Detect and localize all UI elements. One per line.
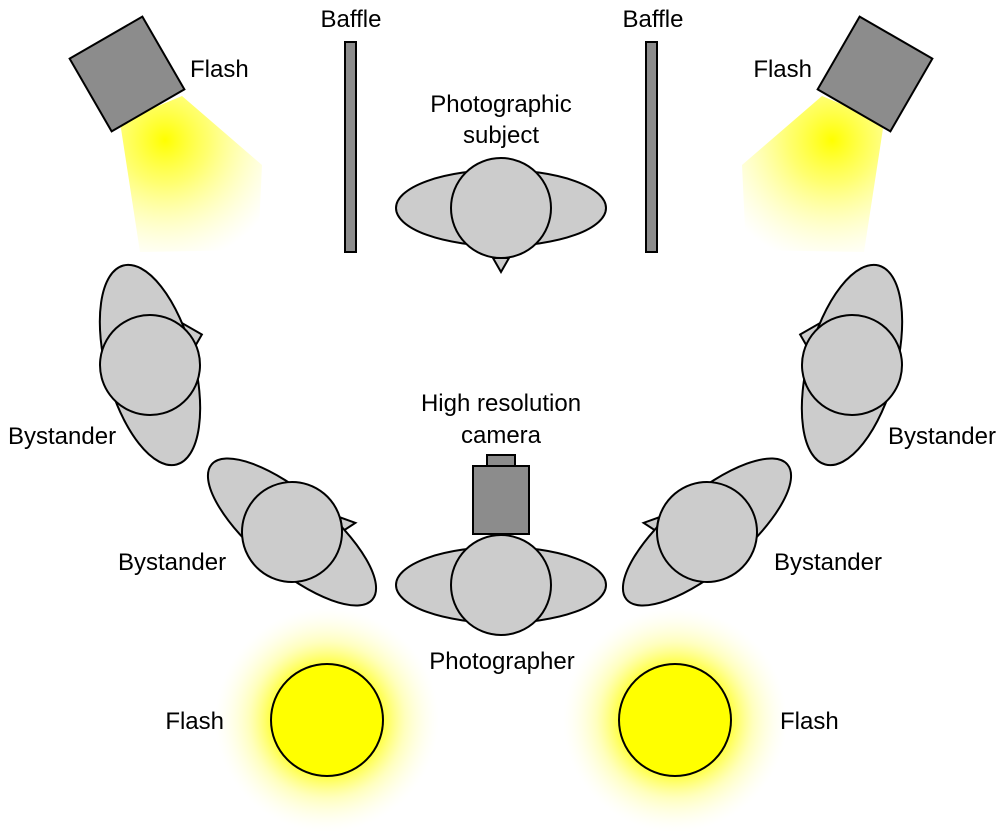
flash-beam-top-right: [742, 96, 884, 252]
bystander-upper-right-figure: [798, 263, 904, 467]
baffle-right: [645, 41, 658, 253]
photographic-subject-figure: [395, 157, 607, 275]
label-bystander-lower-left: Bystander: [118, 549, 226, 576]
label-flash-top-right: Flash: [753, 56, 812, 83]
camera-body: [472, 465, 530, 535]
label-photographer: Photographer: [429, 648, 574, 675]
flash-bottom-left: [270, 663, 384, 777]
label-camera-line1: High resolution: [421, 390, 581, 417]
label-subject-line1: Photographic: [430, 91, 571, 118]
flash-head-top-left: [68, 15, 186, 133]
flash-bottom-right: [618, 663, 732, 777]
flash-head-top-right: [816, 15, 934, 133]
baffle-left: [344, 41, 357, 253]
photographer-figure: [395, 534, 607, 636]
label-bystander-upper-left: Bystander: [8, 423, 116, 450]
label-flash-bottom-right: Flash: [780, 708, 839, 735]
bystander-lower-left-figure: [206, 457, 378, 607]
flash-beam-top-left: [120, 96, 262, 252]
label-baffle-left: Baffle: [321, 6, 382, 33]
label-camera-line2: camera: [461, 422, 542, 449]
label-bystander-lower-right: Bystander: [774, 549, 882, 576]
label-baffle-right: Baffle: [623, 6, 684, 33]
label-flash-top-left: Flash: [190, 56, 249, 83]
label-flash-bottom-left: Flash: [165, 708, 224, 735]
bystander-lower-right-figure: [621, 457, 793, 607]
label-subject-line2: subject: [463, 122, 539, 149]
label-bystander-upper-right: Bystander: [888, 423, 996, 450]
bystander-upper-left-figure: [98, 263, 204, 467]
